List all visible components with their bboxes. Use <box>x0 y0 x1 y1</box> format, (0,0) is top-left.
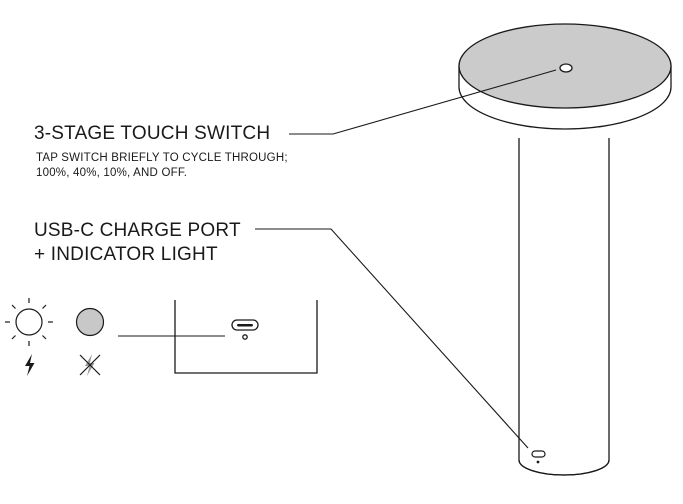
touch-switch-dot <box>559 63 573 73</box>
stem-usb-port <box>531 450 546 464</box>
touch-switch-description-line2: 100%, 40%, 10%, AND OFF. <box>36 167 188 179</box>
lamp-head <box>458 23 672 130</box>
not-charging-icon <box>79 354 101 376</box>
lamp-stem <box>518 138 610 476</box>
usb-port-title: USB-C CHARGE PORT + INDICATOR LIGHT <box>34 219 241 267</box>
usb-port-title-line2: + INDICATOR LIGHT <box>34 244 218 265</box>
touch-switch-description: TAP SWITCH BRIEFLY TO CYCLE THROUGH; 100… <box>36 151 288 181</box>
usb-port-title-line1: USB-C CHARGE PORT <box>34 220 241 241</box>
charging-bolt-icon <box>25 354 35 376</box>
touch-switch-title: 3-STAGE TOUCH SWITCH <box>34 123 271 144</box>
touch-switch-description-line1: TAP SWITCH BRIEFLY TO CYCLE THROUGH; <box>36 152 288 164</box>
port-detail-view <box>174 300 318 374</box>
grey-dot-icon <box>75 307 105 337</box>
touch-switch-leader <box>289 69 557 135</box>
usb-port-leader <box>255 228 529 449</box>
sun-icon <box>5 298 53 346</box>
